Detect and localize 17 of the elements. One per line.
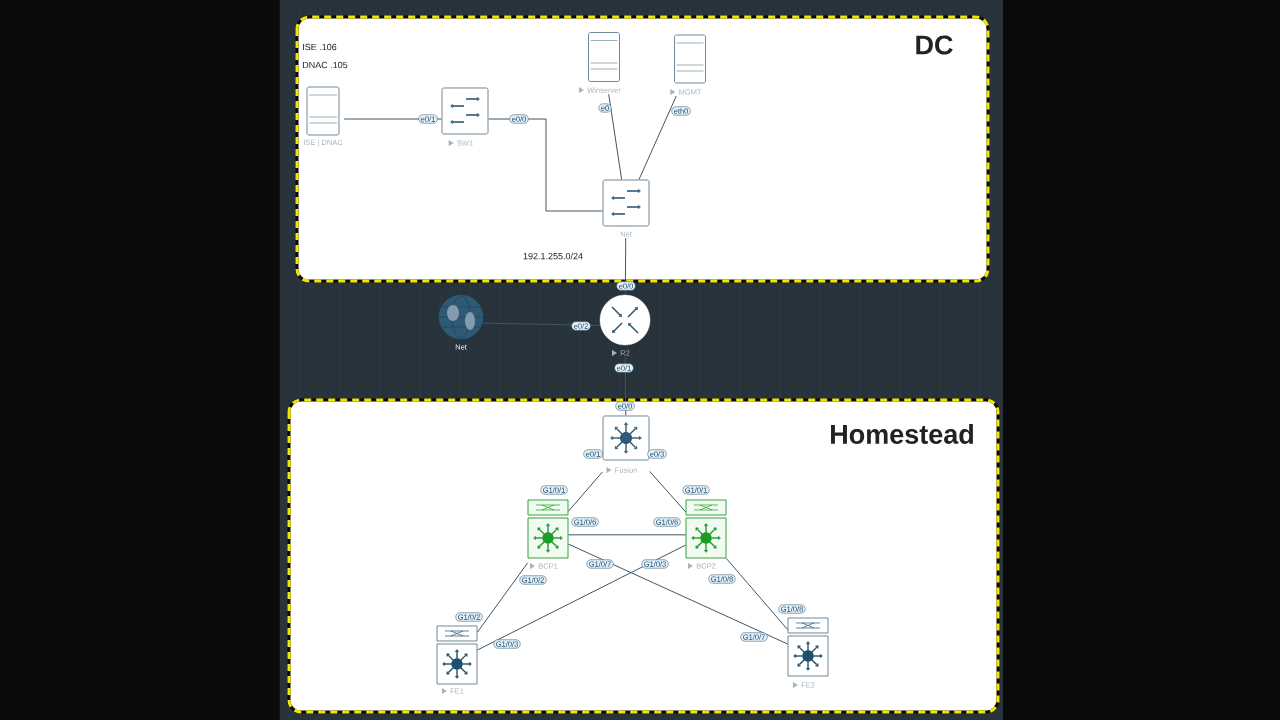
connection-line <box>567 543 789 645</box>
connection-line <box>476 544 687 651</box>
connection-line <box>624 356 627 416</box>
connection-line <box>567 534 687 536</box>
connection-line <box>649 470 687 513</box>
connection-line <box>624 237 627 296</box>
connection-line <box>608 93 623 180</box>
connection-line <box>567 471 603 512</box>
subnet-label: 192.1.255.0/24 <box>523 252 583 260</box>
connection-line <box>476 562 529 633</box>
connection-line <box>343 118 442 120</box>
note-text: ISE .106 <box>303 43 337 51</box>
connection-line <box>482 322 601 326</box>
connection-line <box>638 95 677 180</box>
connection-line <box>488 118 603 212</box>
note-text: DNAC .105 <box>302 61 348 69</box>
connection-line <box>725 558 789 631</box>
